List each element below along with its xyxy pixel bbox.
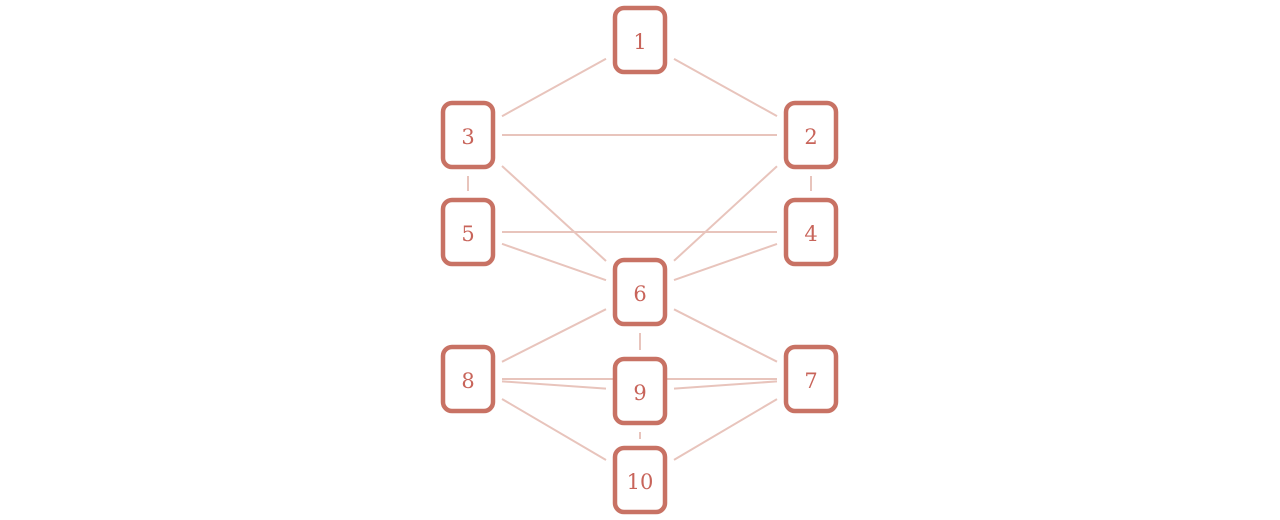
- edge-3-6: [501, 165, 607, 262]
- node-label: 8: [461, 369, 474, 393]
- node-label: 4: [804, 222, 817, 246]
- node-label: 7: [804, 369, 817, 393]
- node-box[interactable]: [612, 5, 668, 75]
- node-2[interactable]: 2: [783, 100, 839, 170]
- node-label: 10: [627, 470, 654, 494]
- node-label: 5: [461, 222, 474, 246]
- node-label: 1: [633, 30, 646, 54]
- node-box[interactable]: [440, 100, 496, 170]
- edge-8-9: [501, 380, 607, 390]
- node-8[interactable]: 8: [440, 344, 496, 414]
- node-10[interactable]: 10: [612, 445, 668, 515]
- edge-1-2: [673, 58, 778, 117]
- nodes-layer: 1 2 3 4 5 6 7 8 9 10: [440, 5, 839, 515]
- node-label: 9: [633, 381, 646, 405]
- node-box[interactable]: [783, 197, 839, 267]
- edge-6-8: [501, 308, 607, 363]
- node-label: 2: [804, 125, 817, 149]
- node-box[interactable]: [440, 197, 496, 267]
- edge-4-6: [673, 242, 778, 282]
- node-label: 6: [633, 282, 646, 306]
- node-9[interactable]: 9: [612, 356, 668, 426]
- node-box[interactable]: [612, 356, 668, 426]
- node-box[interactable]: [440, 344, 496, 414]
- node-7[interactable]: 7: [783, 344, 839, 414]
- edge-1-3: [501, 57, 607, 118]
- node-box[interactable]: [612, 445, 668, 515]
- node-box[interactable]: [783, 100, 839, 170]
- node-box[interactable]: [783, 344, 839, 414]
- node-box[interactable]: [612, 257, 668, 327]
- edge-8-10: [501, 398, 607, 461]
- edge-2-6: [673, 165, 778, 262]
- node-3[interactable]: 3: [440, 100, 496, 170]
- edge-9-7: [673, 380, 778, 390]
- node-5[interactable]: 5: [440, 197, 496, 267]
- edge-6-7: [673, 308, 778, 363]
- node-6[interactable]: 6: [612, 257, 668, 327]
- node-4[interactable]: 4: [783, 197, 839, 267]
- edge-5-6: [501, 242, 607, 282]
- node-label: 3: [461, 125, 474, 149]
- edge-7-10: [673, 398, 778, 461]
- node-1[interactable]: 1: [612, 5, 668, 75]
